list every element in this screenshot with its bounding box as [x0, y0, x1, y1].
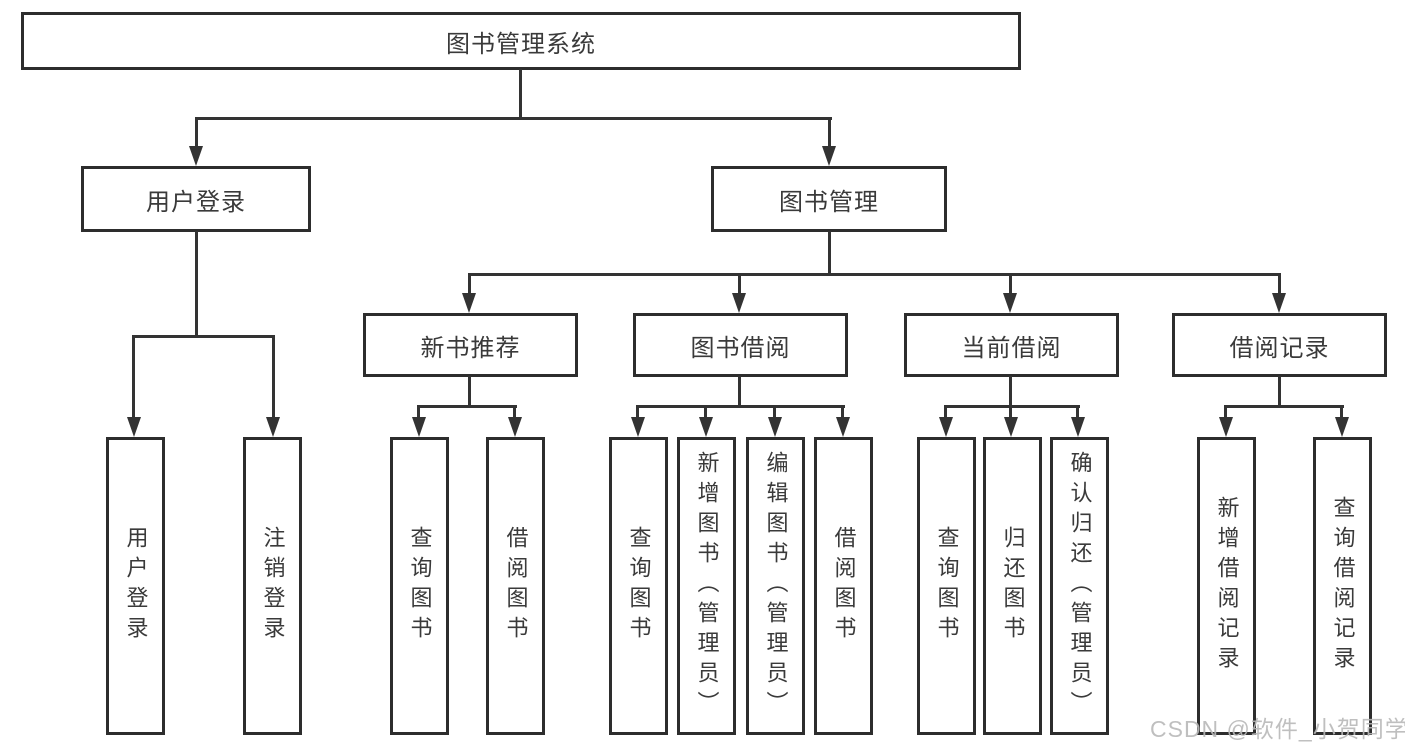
leaf-query-books-3: 查询图书 — [917, 437, 976, 735]
connector-line — [132, 335, 135, 420]
connector-line — [828, 117, 831, 149]
arrow-down-icon — [1071, 417, 1085, 437]
node-root-library-system: 图书管理系统 — [21, 12, 1021, 70]
leaf-add-borrow-record: 新增借阅记录 — [1197, 437, 1256, 735]
connector-line — [1076, 405, 1079, 419]
connector-line — [519, 69, 522, 119]
connector-line — [828, 231, 831, 275]
node-new-book-recommend: 新书推荐 — [363, 313, 578, 377]
connector-line — [1278, 273, 1281, 297]
connector-line — [195, 117, 198, 149]
connector-line — [704, 405, 707, 419]
connector-line — [1009, 376, 1012, 407]
connector-line — [944, 405, 1080, 408]
connector-line — [636, 405, 639, 419]
arrow-down-icon — [939, 417, 953, 437]
connector-line — [195, 117, 832, 120]
csdn-watermark: CSDN @软件_小贺同学 — [1150, 716, 1405, 742]
connector-line — [1224, 405, 1344, 408]
arrow-down-icon — [1003, 293, 1017, 313]
connector-line — [1009, 273, 1012, 297]
arrow-down-icon — [631, 417, 645, 437]
arrow-down-icon — [1004, 417, 1018, 437]
arrow-down-icon — [462, 293, 476, 313]
leaf-edit-books-admin: 编辑图书（管理员） — [746, 437, 805, 735]
leaf-query-borrow-record: 查询借阅记录 — [1313, 437, 1372, 735]
node-book-borrowing: 图书借阅 — [633, 313, 848, 377]
arrow-down-icon — [127, 417, 141, 437]
connector-line — [944, 405, 947, 419]
connector-line — [773, 405, 776, 419]
arrow-down-icon — [1219, 417, 1233, 437]
leaf-user-login: 用户登录 — [106, 437, 165, 735]
leaf-borrow-books-2: 借阅图书 — [814, 437, 873, 735]
leaf-confirm-return-admin: 确认归还（管理员） — [1050, 437, 1109, 735]
arrow-down-icon — [1335, 417, 1349, 437]
connector-line — [513, 405, 516, 419]
leaf-query-books-2: 查询图书 — [609, 437, 668, 735]
connector-line — [195, 231, 198, 336]
leaf-query-books-1: 查询图书 — [390, 437, 449, 735]
leaf-borrow-books-1: 借阅图书 — [486, 437, 545, 735]
arrow-down-icon — [732, 293, 746, 313]
arrow-down-icon — [699, 417, 713, 437]
connector-line — [468, 376, 471, 407]
connector-line — [841, 405, 844, 419]
arrow-down-icon — [189, 146, 203, 166]
connector-line — [468, 273, 471, 297]
node-user-login: 用户登录 — [81, 166, 311, 232]
connector-line — [738, 273, 741, 297]
node-borrow-records: 借阅记录 — [1172, 313, 1387, 377]
connector-line — [417, 405, 517, 408]
leaf-return-books: 归还图书 — [983, 437, 1042, 735]
connector-line — [636, 405, 845, 408]
arrow-down-icon — [768, 417, 782, 437]
arrow-down-icon — [412, 417, 426, 437]
connector-line — [468, 273, 1281, 276]
connector-line — [1340, 405, 1343, 419]
connector-line — [1224, 405, 1227, 419]
connector-line — [738, 376, 741, 407]
leaf-logout: 注销登录 — [243, 437, 302, 735]
arrow-down-icon — [836, 417, 850, 437]
node-book-management: 图书管理 — [711, 166, 947, 232]
connector-line — [417, 405, 420, 419]
connector-line — [272, 335, 275, 420]
connector-line — [1278, 376, 1281, 407]
connector-line — [132, 335, 275, 338]
arrow-down-icon — [266, 417, 280, 437]
leaf-add-books-admin: 新增图书（管理员） — [677, 437, 736, 735]
arrow-down-icon — [822, 146, 836, 166]
arrow-down-icon — [1272, 293, 1286, 313]
node-current-borrowing: 当前借阅 — [904, 313, 1119, 377]
arrow-down-icon — [508, 417, 522, 437]
connector-line — [1009, 405, 1012, 419]
